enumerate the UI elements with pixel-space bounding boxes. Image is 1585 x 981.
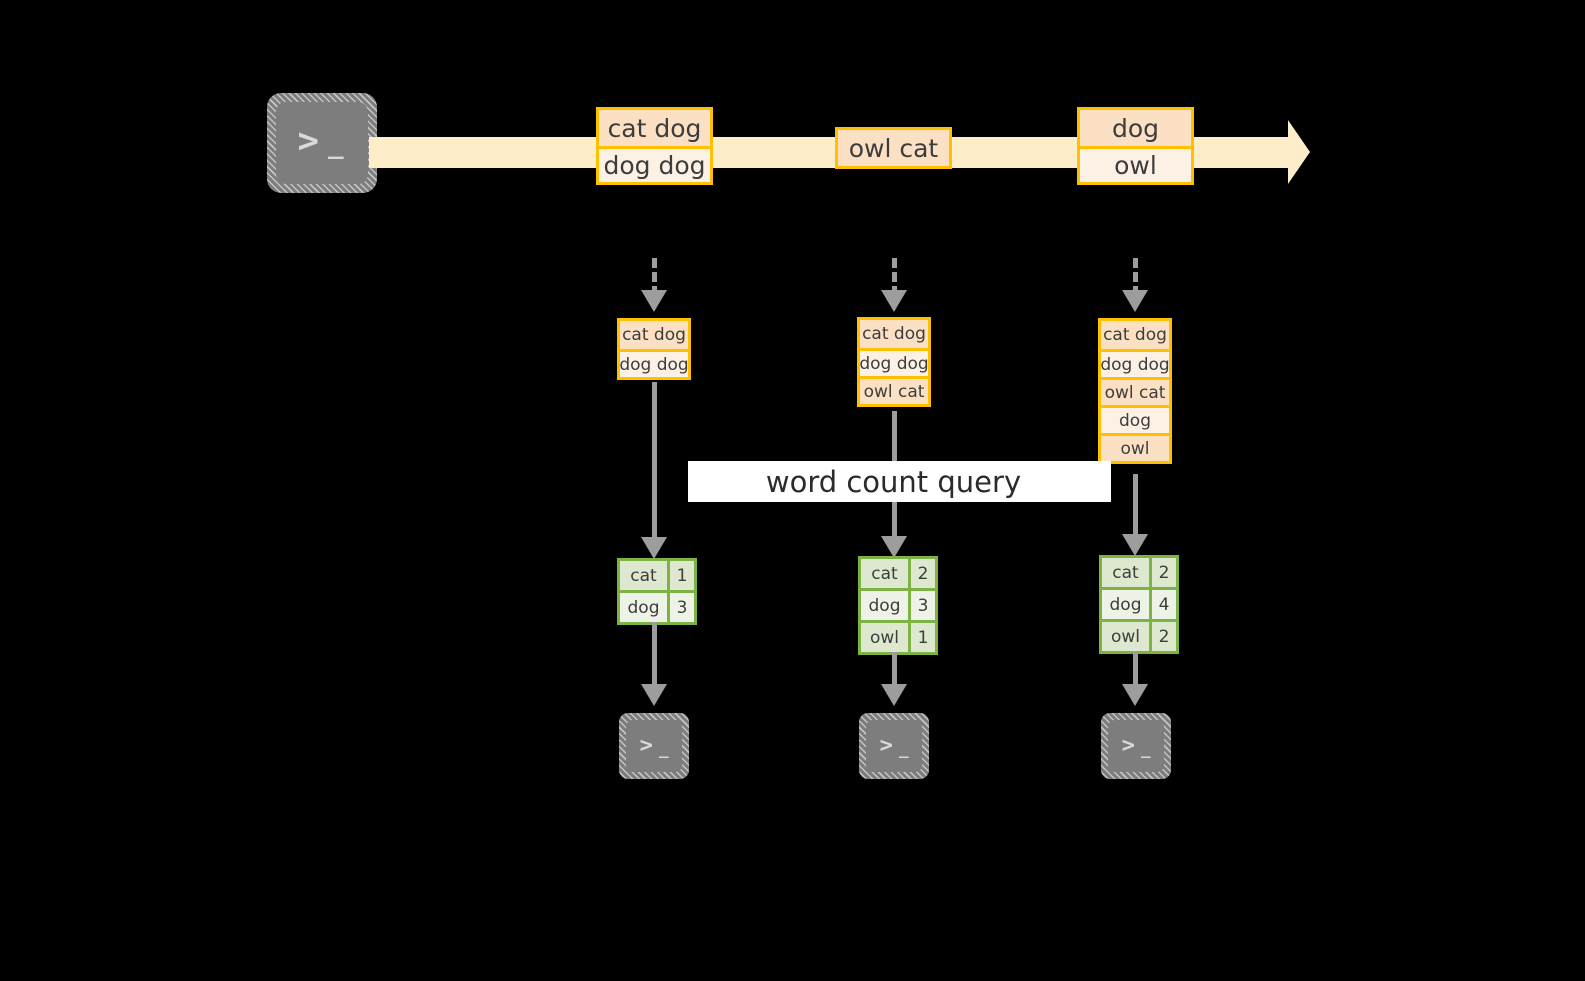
terminal-prompt-icon: > — [297, 121, 319, 161]
table-row: owl 1 — [861, 620, 935, 652]
batch-box-3: cat dog dog dog owl cat dog owl — [1098, 318, 1172, 464]
stream-to-batch-arrowhead-icon — [881, 290, 907, 312]
stream-record: cat dog — [599, 110, 710, 146]
batch-record: dog dog — [1100, 349, 1170, 377]
stream-record-group-1: cat dog dog dog — [596, 107, 713, 185]
batch-record: owl cat — [1101, 377, 1169, 405]
batch-record: cat dog — [1101, 321, 1169, 349]
result-to-sink-arrowhead-icon — [1122, 684, 1148, 706]
stream-arrow-head-icon — [1288, 120, 1310, 184]
terminal-glyphs: > _ — [276, 102, 368, 184]
terminal-glyphs: > _ — [866, 720, 922, 772]
batch-record: dog dog — [859, 348, 929, 376]
table-cell-count: 3 — [908, 591, 935, 620]
batch-box-2: cat dog dog dog owl cat — [857, 317, 931, 407]
terminal-screen: > _ — [866, 720, 922, 772]
stream-to-batch-connector — [652, 258, 657, 296]
stream-record: owl — [1080, 146, 1191, 182]
terminal-cursor-icon: _ — [328, 130, 344, 160]
terminal-screen: > _ — [1108, 720, 1164, 772]
stream-record: owl cat — [838, 130, 949, 166]
batch-box-1: cat dog dog dog — [617, 318, 691, 380]
terminal-prompt-icon: > — [1121, 733, 1135, 757]
table-row: cat 2 — [1102, 558, 1176, 587]
query-banner: word count query — [688, 461, 1111, 502]
result-to-sink-connector — [892, 652, 897, 694]
batch-record: cat dog — [620, 321, 688, 349]
table-row: dog 4 — [1102, 587, 1176, 619]
stream-record: dog — [1080, 110, 1191, 146]
result-table-2: cat 2 dog 3 owl 1 — [858, 556, 938, 655]
terminal-glyphs: > _ — [1108, 720, 1164, 772]
table-row: dog 3 — [620, 590, 694, 622]
result-to-sink-arrowhead-icon — [641, 684, 667, 706]
table-cell-word: dog — [861, 591, 908, 620]
table-cell-count: 3 — [667, 593, 694, 622]
stream-record-group-2: owl cat — [835, 127, 952, 169]
source-terminal-icon: > _ — [267, 93, 377, 193]
sink-terminal-icon-1: > _ — [619, 713, 689, 779]
stream-to-batch-arrowhead-icon — [1122, 290, 1148, 312]
table-cell-count: 2 — [1149, 622, 1176, 651]
table-cell-word: owl — [861, 623, 908, 652]
table-cell-word: cat — [861, 559, 908, 588]
table-row: owl 2 — [1102, 619, 1176, 651]
table-cell-word: dog — [1102, 590, 1149, 619]
stream-to-batch-connector — [892, 258, 897, 296]
terminal-glyphs: > _ — [626, 720, 682, 772]
terminal-cursor-icon: _ — [659, 739, 669, 758]
batch-record: dog — [1101, 405, 1169, 433]
table-row: cat 1 — [620, 561, 694, 590]
result-to-sink-arrowhead-icon — [881, 684, 907, 706]
table-cell-word: dog — [620, 593, 667, 622]
table-row: dog 3 — [861, 588, 935, 620]
query-banner-label: word count query — [765, 464, 1022, 499]
sink-terminal-icon-2: > _ — [859, 713, 929, 779]
terminal-prompt-icon: > — [639, 733, 653, 757]
batch-to-result-connector — [1133, 474, 1138, 548]
table-cell-count: 2 — [908, 559, 935, 588]
terminal-screen: > _ — [626, 720, 682, 772]
terminal-cursor-icon: _ — [1141, 739, 1151, 758]
stream-record: dog dog — [599, 146, 710, 182]
sink-terminal-icon-3: > _ — [1101, 713, 1171, 779]
result-to-sink-connector — [652, 622, 657, 694]
terminal-cursor-icon: _ — [899, 739, 909, 758]
table-cell-count: 2 — [1149, 558, 1176, 587]
batch-to-result-arrowhead-icon — [641, 537, 667, 559]
table-cell-count: 4 — [1149, 590, 1176, 619]
stream-record-group-3: dog owl — [1077, 107, 1194, 185]
terminal-prompt-icon: > — [879, 733, 893, 757]
table-cell-count: 1 — [667, 561, 694, 590]
batch-record: owl cat — [860, 376, 928, 404]
result-table-3: cat 2 dog 4 owl 2 — [1099, 555, 1179, 654]
batch-to-result-arrowhead-icon — [1122, 534, 1148, 556]
table-cell-count: 1 — [908, 623, 935, 652]
stream-to-batch-connector — [1133, 258, 1138, 296]
stream-to-batch-arrowhead-icon — [641, 290, 667, 312]
table-row: cat 2 — [861, 559, 935, 588]
table-cell-word: owl — [1102, 622, 1149, 651]
batch-record: dog dog — [619, 349, 689, 377]
terminal-screen: > _ — [276, 102, 368, 184]
batch-record: owl — [1101, 433, 1169, 461]
batch-record: cat dog — [860, 320, 928, 348]
result-table-1: cat 1 dog 3 — [617, 558, 697, 625]
batch-to-result-connector — [652, 382, 657, 550]
batch-to-result-arrowhead-icon — [881, 536, 907, 558]
table-cell-word: cat — [1102, 558, 1149, 587]
result-to-sink-connector — [1133, 651, 1138, 694]
table-cell-word: cat — [620, 561, 667, 590]
